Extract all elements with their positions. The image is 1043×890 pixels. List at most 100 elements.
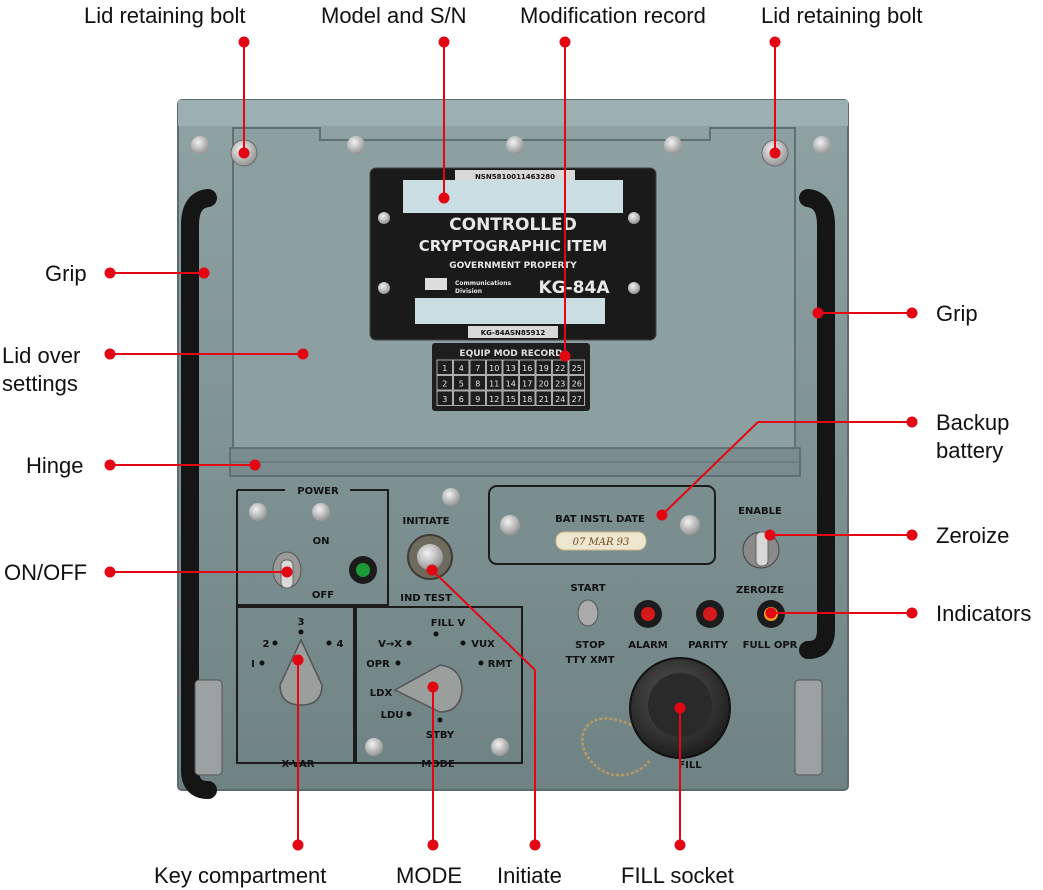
mod-record-cell [486, 375, 503, 391]
mod-record-cell [453, 390, 470, 406]
mod-record-number: 16 [522, 364, 532, 373]
mod-record-cell [568, 375, 585, 391]
label-backup-battery-1: Backup [936, 410, 1010, 435]
serial-label-blank [415, 298, 605, 324]
mode-stby: STBY [426, 730, 455, 741]
mount-bracket-left [194, 679, 223, 776]
plate-maker-1: Communications [455, 280, 512, 287]
mod-record-cell [502, 359, 519, 375]
initiate-label: INITIATE [403, 516, 450, 527]
mod-record-cell [469, 359, 486, 375]
grip-left [181, 189, 217, 799]
zeroize-lever[interactable] [755, 531, 769, 567]
on-label: ON [313, 536, 330, 547]
label-lid-over-settings-1: Lid over [2, 343, 81, 368]
serial-strip [468, 326, 558, 338]
parity-indicator-led [703, 607, 717, 621]
mod-record-number: 2 [442, 380, 447, 389]
mod-record-title: EQUIP MOD RECORD [459, 349, 562, 359]
plate-gov-property: GOVERNMENT PROPERTY [449, 261, 577, 271]
power-section-outline [236, 489, 389, 606]
label-initiate: Initiate [497, 863, 562, 888]
label-on-off: ON/OFF [4, 560, 88, 585]
mode-vux: VUX [471, 639, 495, 650]
power-label: POWER [297, 486, 339, 497]
mod-record-number: 12 [489, 395, 499, 404]
stop-label: STOP [575, 640, 605, 651]
bat-instl-date-label: BAT INSTL DATE [555, 514, 645, 525]
mod-record-number: 14 [506, 380, 516, 389]
ind-test-label: IND TEST [400, 593, 452, 604]
maker-logo [425, 278, 447, 290]
full-opr-label: FULL OPR [743, 640, 798, 651]
label-zeroize: Zeroize [936, 523, 1010, 548]
bat-date-value: 07 MAR 93 [573, 537, 630, 548]
label-lid-bolt-right: Lid retaining bolt [761, 3, 923, 28]
mod-record-number: 24 [555, 395, 565, 404]
xvar-pos-4: 4 [337, 639, 344, 650]
xvar-key-knob[interactable] [279, 638, 323, 706]
mod-record-number: 15 [506, 395, 516, 404]
mod-record-cell [552, 390, 569, 406]
mod-record-cell [552, 359, 569, 375]
mod-record-number: 26 [572, 380, 582, 389]
mod-record-cell [535, 390, 552, 406]
nsn-text: NSN5810011463280 [475, 173, 555, 181]
tty-xmt-label: TTY XMT [565, 655, 614, 666]
xvar-section-outline [236, 606, 355, 764]
mod-record-cell [502, 375, 519, 391]
label-grip-left: Grip [45, 261, 87, 286]
grip-right [799, 189, 835, 659]
xvar-pos-3: 3 [298, 617, 305, 628]
label-hinge: Hinge [26, 453, 84, 478]
mode-opr: OPR [366, 659, 390, 670]
label-mod-record: Modification record [520, 3, 706, 28]
serial-text: KG-84ASN85912 [481, 329, 546, 337]
id-plate-nsn-strip [455, 170, 575, 181]
tty-xmt-switch[interactable] [577, 599, 599, 627]
mod-record-number: 7 [475, 364, 480, 373]
mod-record-cell [535, 359, 552, 375]
mod-record-cell [519, 375, 536, 391]
mod-record-cell [568, 390, 585, 406]
enable-label: ENABLE [738, 506, 782, 517]
label-grip-right: Grip [936, 301, 978, 326]
mod-record-cell [453, 375, 470, 391]
mod-record-cell [519, 390, 536, 406]
mod-record-cell [453, 359, 470, 375]
mod-record-number: 1 [442, 364, 447, 373]
plate-maker-2: Division [455, 288, 482, 295]
mod-record-number: 6 [459, 395, 464, 404]
off-label: OFF [312, 590, 334, 601]
parity-label: PARITY [688, 640, 728, 651]
label-fill-socket: FILL socket [621, 863, 734, 888]
mod-record-number: 21 [539, 395, 549, 404]
mod-record-number: 9 [475, 395, 480, 404]
battery-compartment [488, 485, 716, 565]
mod-record-cell [486, 359, 503, 375]
mode-ldx: LDX [370, 688, 393, 699]
mod-record-number: 10 [489, 364, 499, 373]
xvar-pos-2: 2 [263, 639, 270, 650]
power-indicator-led [356, 563, 370, 577]
mod-record-cell [469, 390, 486, 406]
mod-record-number: 27 [572, 395, 582, 404]
mode-rmt: RMT [488, 659, 513, 670]
chassis-top-edge [178, 100, 848, 126]
plate-crypto-item: CRYPTOGRAPHIC ITEM [419, 237, 607, 255]
model-sn-label-blank [403, 180, 623, 213]
label-key-compartment: Key compartment [154, 863, 327, 888]
mod-record-cell [469, 375, 486, 391]
bat-date-tag [555, 531, 647, 551]
mod-record-number: 13 [506, 364, 516, 373]
label-model-sn: Model and S/N [321, 3, 467, 28]
mod-record-number: 25 [572, 364, 582, 373]
initiate-button[interactable] [417, 544, 443, 570]
mod-record-number: 11 [489, 380, 499, 389]
label-indicators: Indicators [936, 601, 1032, 626]
label-mode: MODE [396, 863, 462, 888]
mod-record-cell [568, 359, 585, 375]
mod-record-number: 23 [555, 380, 565, 389]
mod-record-number: 18 [522, 395, 532, 404]
